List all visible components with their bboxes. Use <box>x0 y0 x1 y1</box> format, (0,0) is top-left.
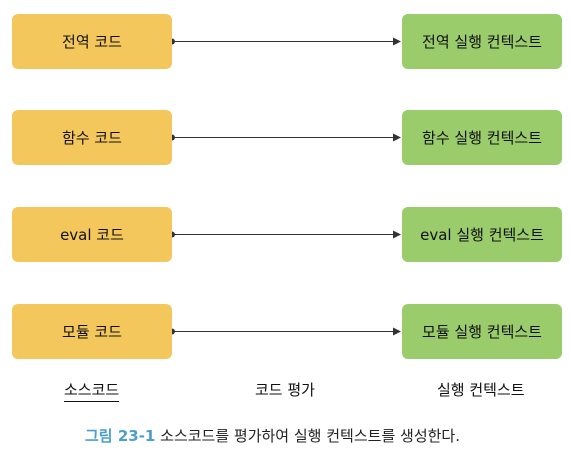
arrow-row-2 <box>169 133 401 142</box>
figure-number: 그림 23-1 <box>85 427 156 445</box>
source-column-label: 소스코드 <box>64 379 120 402</box>
arrow-row-1 <box>169 37 401 46</box>
evaluation-label: 코드 평가 <box>255 381 315 399</box>
source-box-function: 함수 코드 <box>12 110 172 165</box>
context-box-eval: eval 실행 컨텍스트 <box>402 207 562 262</box>
context-column-label: 실행 컨텍스트 <box>437 381 525 399</box>
context-box-global: 전역 실행 컨텍스트 <box>402 14 562 69</box>
arrow-row-3 <box>169 230 401 239</box>
figure-caption: 그림 23-1 소스코드를 평가하여 실행 컨텍스트를 생성한다. <box>85 425 460 446</box>
source-box-module: 모듈 코드 <box>12 304 172 359</box>
arrow-row-4 <box>169 327 401 336</box>
source-box-eval: eval 코드 <box>12 207 172 262</box>
source-box-global: 전역 코드 <box>12 14 172 69</box>
caption-text: 소스코드를 평가하여 실행 컨텍스트를 생성한다. <box>160 427 460 445</box>
context-box-module: 모듈 실행 컨텍스트 <box>402 304 562 359</box>
context-box-function: 함수 실행 컨텍스트 <box>402 110 562 165</box>
